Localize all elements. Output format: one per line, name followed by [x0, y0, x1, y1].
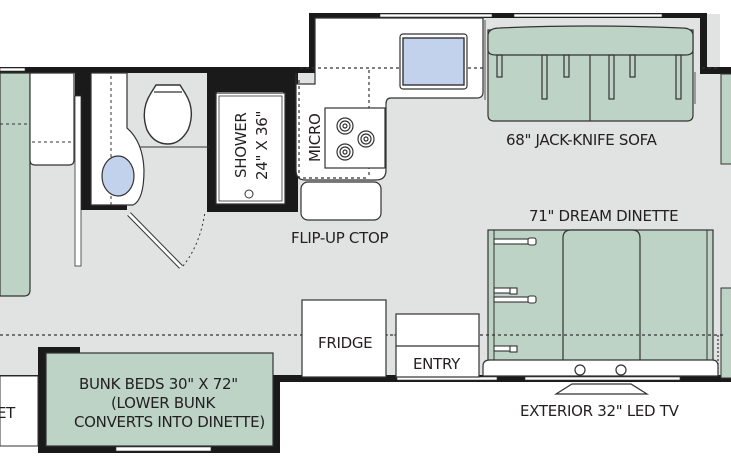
tv-mount — [615, 364, 627, 376]
bunk-label-line2: (LOWER BUNK — [111, 394, 216, 412]
dinette-label: 71" DREAM DINETTE — [529, 207, 678, 225]
closet-label: ET — [0, 404, 16, 422]
tv-mount — [574, 364, 586, 376]
shower-size-label: 24" X 36" — [253, 111, 271, 180]
shower — [215, 92, 286, 205]
dinette-table — [562, 229, 641, 362]
dinette-seatbelt-icons — [493, 237, 537, 353]
sofa-back — [487, 25, 694, 56]
exterior-tv-icon — [553, 383, 650, 395]
flip-up-label: FLIP-UP CTOP — [291, 229, 388, 247]
micro-label: MICRO — [306, 113, 324, 162]
rear-bed — [0, 72, 31, 297]
window — [524, 376, 681, 381]
cooktop — [324, 107, 386, 169]
right-cabinet — [720, 73, 731, 165]
closet — [0, 375, 39, 447]
shower-label: SHOWER — [232, 112, 250, 178]
bath-sink — [101, 155, 135, 197]
window — [0, 67, 26, 72]
shower-drain — [244, 189, 254, 199]
tv-cabinet — [482, 359, 719, 377]
wall-panel — [74, 95, 82, 267]
window — [379, 13, 493, 18]
seatbelt-icons — [496, 54, 682, 100]
bunk-beds — [45, 352, 274, 447]
burner-icons — [336, 117, 375, 161]
tv-label: EXTERIOR 32" LED TV — [520, 402, 680, 420]
fridge-label: FRIDGE — [318, 334, 372, 352]
nightstand — [29, 72, 75, 166]
bunk-label-line3: CONVERTS INTO DINETTE) — [74, 413, 265, 431]
bunk-label-line1: BUNK BEDS 30" X 72" — [79, 375, 238, 393]
entry-label: ENTRY — [413, 355, 461, 373]
sofa-label: 68" JACK-KNIFE SOFA — [506, 131, 658, 149]
window — [115, 446, 212, 452]
right-seat — [720, 287, 731, 379]
window — [513, 13, 663, 18]
fridge — [301, 299, 387, 378]
toilet — [143, 84, 193, 145]
flip-up-countertop — [300, 181, 382, 221]
